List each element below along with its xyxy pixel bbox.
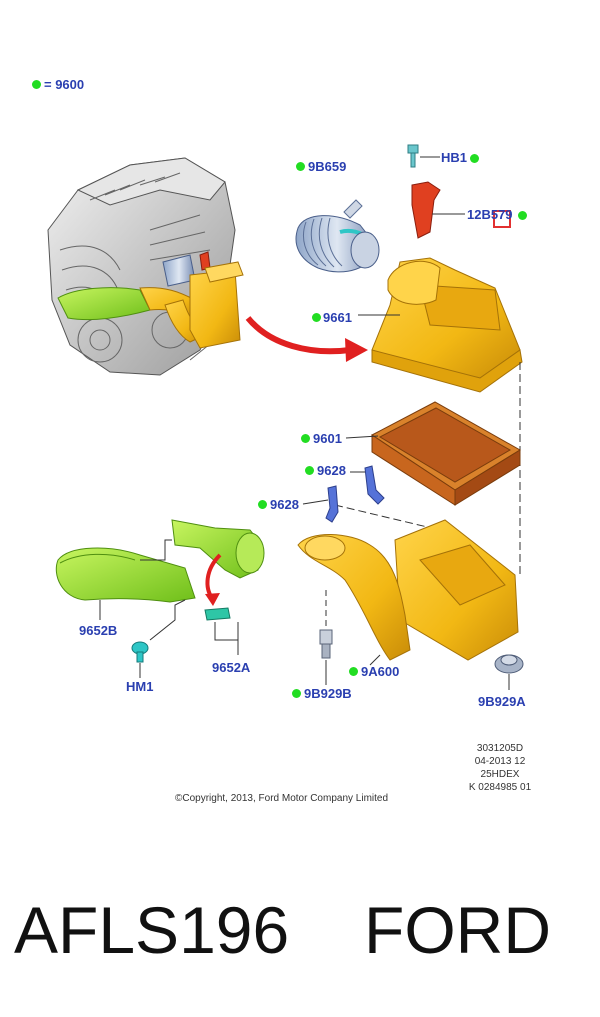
label-9652a[interactable]: 9652A: [212, 660, 251, 675]
legend-label: = 9600: [44, 77, 85, 92]
drawing-meta: 3031205D 04-2013 12 25HDEX K 0284985 01: [430, 742, 570, 794]
red-arrow-engine: [245, 316, 351, 355]
dot-9661: [312, 313, 321, 322]
label-hm1[interactable]: HM1: [126, 679, 154, 694]
label-hb1[interactable]: HB1: [441, 150, 468, 165]
grommet-9b929a: [494, 654, 524, 674]
dot-9628-upper: [305, 466, 314, 475]
meta-line-1: 3031205D: [476, 743, 524, 754]
dot-hb1: [470, 154, 479, 163]
engine-airbox: [139, 261, 244, 349]
dot-9b659: [296, 162, 305, 171]
bracket-12b579: [411, 181, 441, 239]
legend-dot: [32, 80, 41, 89]
dot-9b929b: [292, 689, 301, 698]
hose-9b659: [295, 199, 380, 273]
label-9b929b[interactable]: 9B929B: [304, 686, 352, 701]
label-9b659[interactable]: 9B659: [308, 159, 347, 174]
pin-hm1: [131, 641, 149, 663]
meta-line-3: 25HDEX: [480, 769, 520, 780]
label-9b929a[interactable]: 9B929A: [478, 694, 526, 709]
caption-part-number: AFLS196: [14, 893, 290, 967]
label-9661[interactable]: 9661: [323, 310, 352, 325]
duct-9652a: [171, 519, 265, 621]
label-12b579[interactable]: 12B579: [467, 207, 513, 222]
label-9601[interactable]: 9601: [313, 431, 342, 446]
dot-9a600: [349, 667, 358, 676]
label-9a600[interactable]: 9A600: [361, 664, 400, 679]
label-9628-upper[interactable]: 9628: [317, 463, 346, 478]
duct-9652b: [55, 547, 196, 603]
exploded-parts-diagram: [47, 144, 524, 690]
copyright-notice: ©Copyright, 2013, Ford Motor Company Lim…: [175, 793, 389, 804]
dot-9628-lower: [258, 500, 267, 509]
housing-lower-9a600: [297, 519, 519, 661]
clips-9628: [325, 465, 385, 523]
caption-brand: FORD: [364, 893, 551, 967]
dot-9601: [301, 434, 310, 443]
stud-9b929b: [319, 629, 333, 659]
highlight-box: [493, 210, 511, 228]
alignment-lines: [334, 362, 521, 575]
dot-12b579: [518, 211, 527, 220]
filter-9601: [371, 401, 521, 506]
housing-cover-9661: [371, 257, 523, 393]
bolt-hb1: [407, 144, 419, 168]
meta-line-2: 04-2013 12: [474, 756, 526, 767]
label-9652b[interactable]: 9652B: [79, 623, 118, 638]
label-9628-lower[interactable]: 9628: [270, 497, 299, 512]
meta-line-4: K 0284985 01: [468, 782, 532, 793]
